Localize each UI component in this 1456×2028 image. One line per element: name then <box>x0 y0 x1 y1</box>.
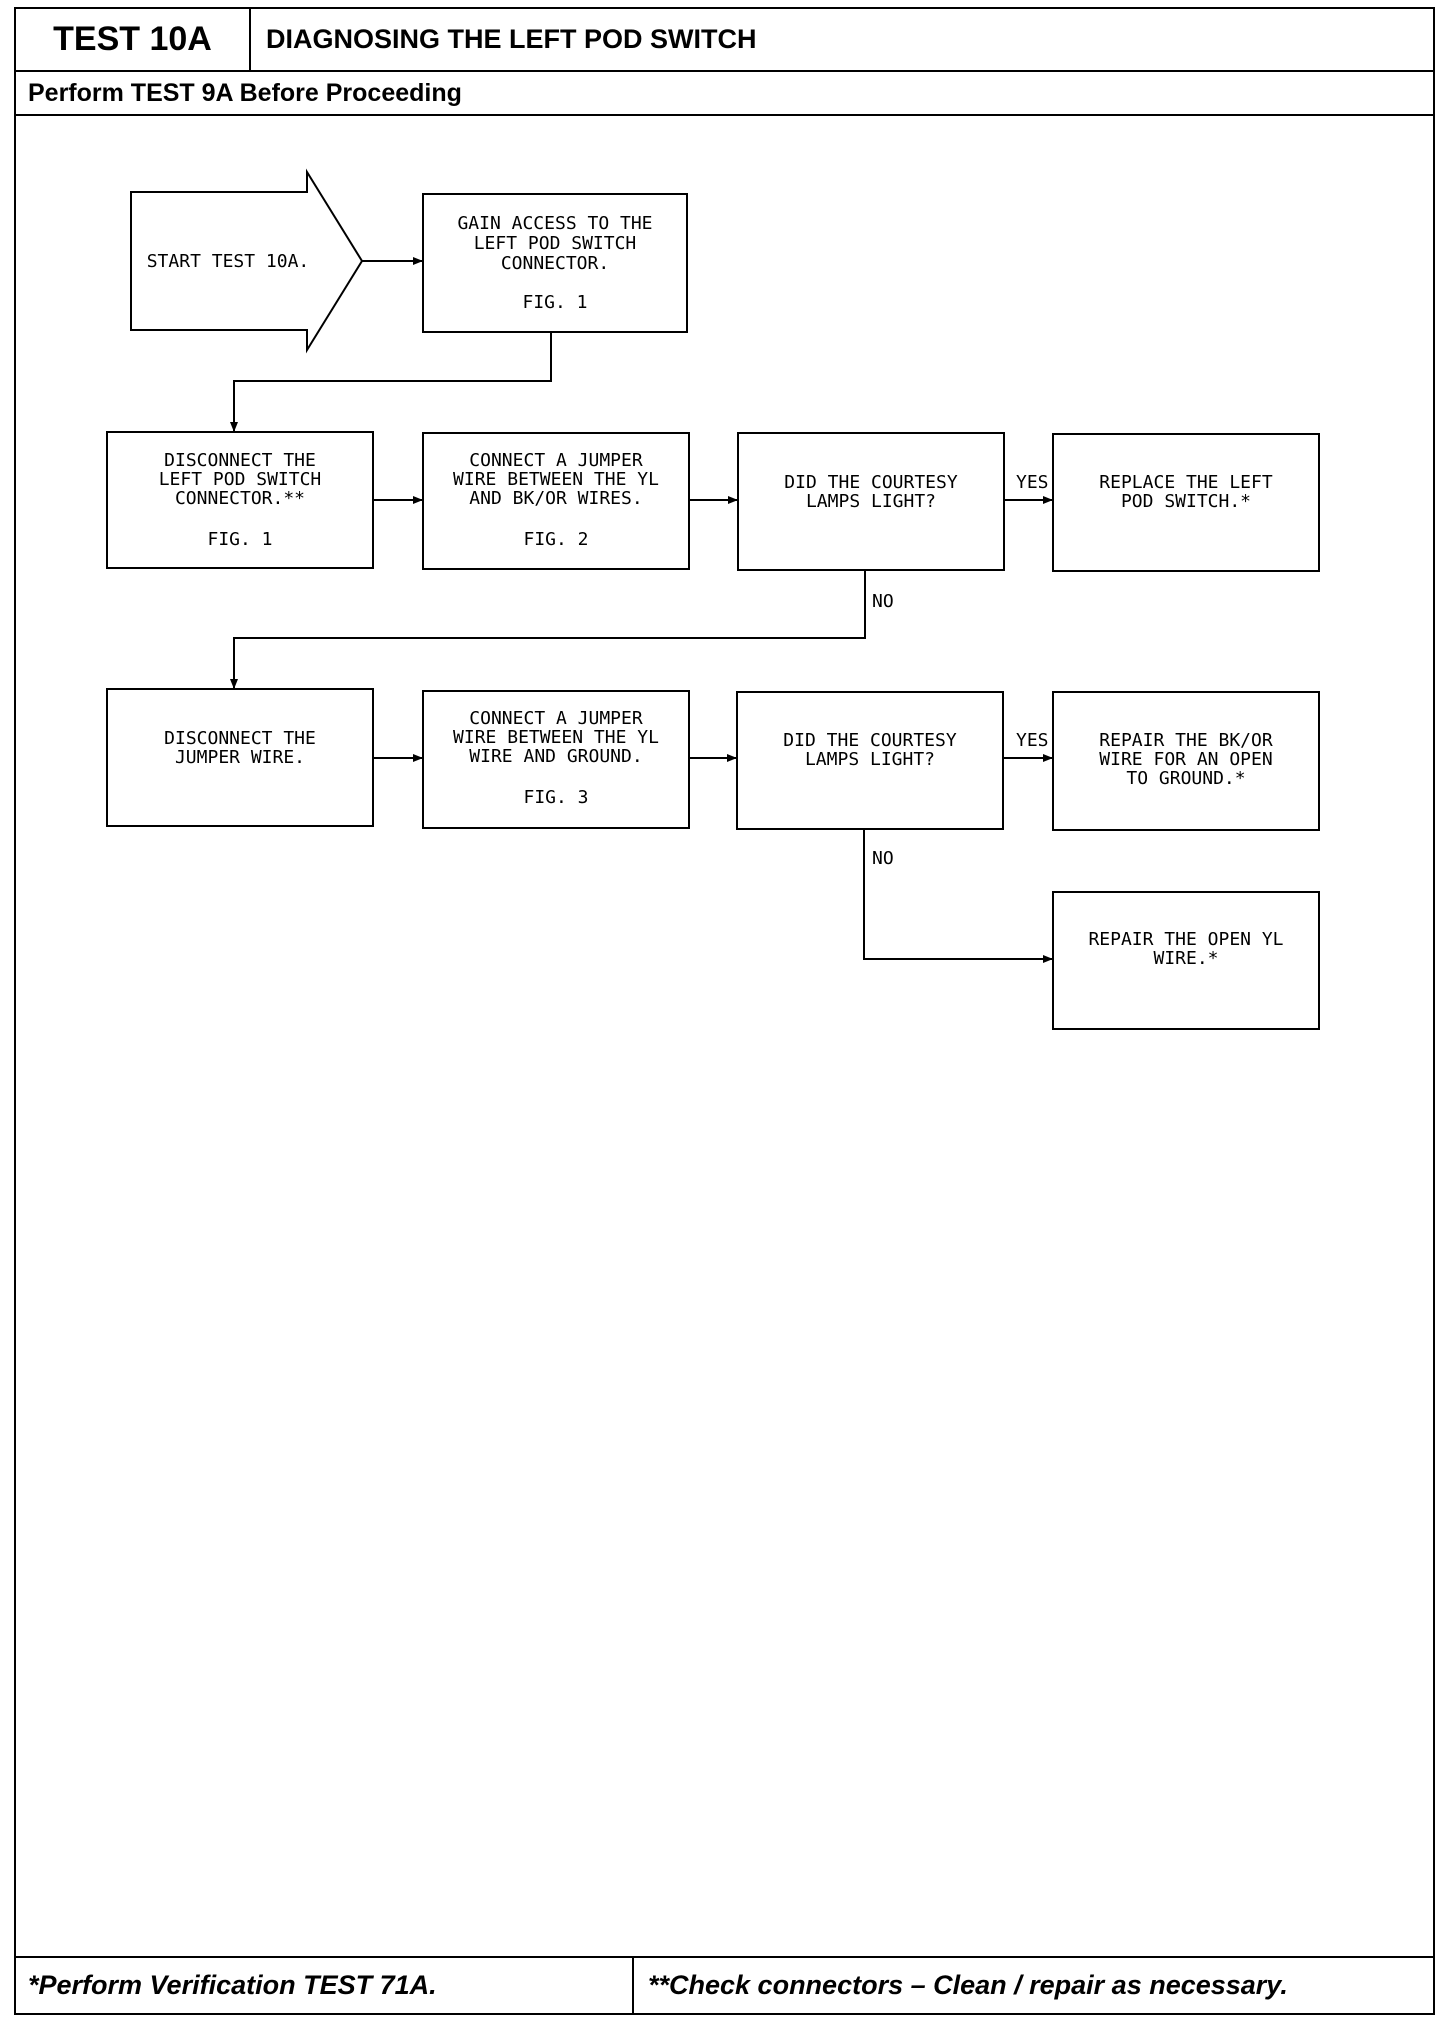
result-repair-bk-text-3: TO GROUND.* <box>1126 768 1245 789</box>
step-gain-access-fig: FIG. 1 <box>522 292 587 313</box>
result-replace-switch-text-1: REPLACE THE LEFT <box>1099 472 1273 493</box>
step-disconnect-jumper-text-1: DISCONNECT THE <box>164 728 316 749</box>
step-jumper-yl-bk-text-3: AND BK/OR WIRES. <box>469 488 642 509</box>
result-repair-bk-text-1: REPAIR THE BK/OR <box>1099 730 1273 751</box>
decision-1-text-2: LAMPS LIGHT? <box>806 491 936 512</box>
step-gain-access-text-3: CONNECTOR. <box>501 253 609 274</box>
step-jumper-yl-bk-text-1: CONNECT A JUMPER <box>469 450 643 471</box>
step-jumper-yl-bk-text-2: WIRE BETWEEN THE YL <box>453 469 659 490</box>
step-jumper-yl-ground-text-3: WIRE AND GROUND. <box>469 746 642 767</box>
result-repair-yl-text-1: REPAIR THE OPEN YL <box>1088 929 1283 950</box>
subtitle-row: Perform TEST 9A Before Proceeding <box>16 72 1433 116</box>
footer-connector-note: **Check connectors – Clean / repair as n… <box>648 1970 1288 2000</box>
step-gain-access-text-1: GAIN ACCESS TO THE <box>457 213 652 234</box>
decision-1-no-label: NO <box>872 591 894 612</box>
decision-2-text-2: LAMPS LIGHT? <box>805 749 935 770</box>
step-disconnect-jumper-box <box>106 688 374 827</box>
test-id: TEST 10A <box>16 9 251 70</box>
result-replace-switch-box <box>1052 433 1320 572</box>
connector-access-to-disconnect <box>230 332 552 432</box>
result-repair-yl-text-2: WIRE.* <box>1153 948 1218 969</box>
step-jumper-yl-bk-box <box>422 432 690 570</box>
step-jumper-yl-bk-fig: FIG. 2 <box>523 529 588 550</box>
step-disconnect-connector-text-1: DISCONNECT THE <box>164 450 316 471</box>
step-jumper-yl-ground-text-1: CONNECT A JUMPER <box>469 708 643 729</box>
result-repair-yl-box <box>1052 891 1320 1030</box>
result-repair-bk-box <box>1052 691 1320 831</box>
decision-1-box <box>737 432 1005 571</box>
prerequisite-note: Perform TEST 9A Before Proceeding <box>28 78 462 107</box>
connector-decision-2-no <box>863 829 1053 963</box>
step-disconnect-connector-text-2: LEFT POD SWITCH <box>159 469 322 490</box>
step-disconnect-connector-text-3: CONNECTOR.** <box>175 488 305 509</box>
decision-2-no-label: NO <box>872 848 894 869</box>
footer-row: *Perform Verification TEST 71A. **Check … <box>16 1956 1433 2013</box>
decision-2-text-1: DID THE COURTESY <box>783 730 957 751</box>
page-frame: TEST 10A DIAGNOSING THE LEFT POD SWITCH … <box>14 7 1435 2015</box>
step-jumper-yl-ground-box <box>422 690 690 829</box>
footer-verification-note: *Perform Verification TEST 71A. <box>16 1958 634 2013</box>
header-row: TEST 10A DIAGNOSING THE LEFT POD SWITCH <box>16 9 1433 72</box>
decision-2-box <box>736 691 1004 830</box>
connector-decision-1-no <box>230 570 866 689</box>
step-gain-access-box <box>422 193 688 333</box>
step-disconnect-jumper-text-2: JUMPER WIRE. <box>175 747 305 768</box>
start-label: START TEST 10A. <box>147 251 310 272</box>
step-jumper-yl-ground-fig: FIG. 3 <box>523 787 588 808</box>
page-title: DIAGNOSING THE LEFT POD SWITCH <box>266 24 757 54</box>
decision-1-yes-label: YES <box>1016 472 1049 493</box>
step-gain-access-text-2: LEFT POD SWITCH <box>474 233 637 254</box>
decision-2-yes-label: YES <box>1016 730 1049 751</box>
step-disconnect-connector-box <box>106 431 374 569</box>
result-replace-switch-text-2: POD SWITCH.* <box>1121 491 1251 512</box>
start-arrow-shape <box>130 168 364 354</box>
step-jumper-yl-ground-text-2: WIRE BETWEEN THE YL <box>453 727 659 748</box>
step-disconnect-connector-fig: FIG. 1 <box>207 529 272 550</box>
result-repair-bk-text-2: WIRE FOR AN OPEN <box>1099 749 1272 770</box>
decision-1-text-1: DID THE COURTESY <box>784 472 958 493</box>
